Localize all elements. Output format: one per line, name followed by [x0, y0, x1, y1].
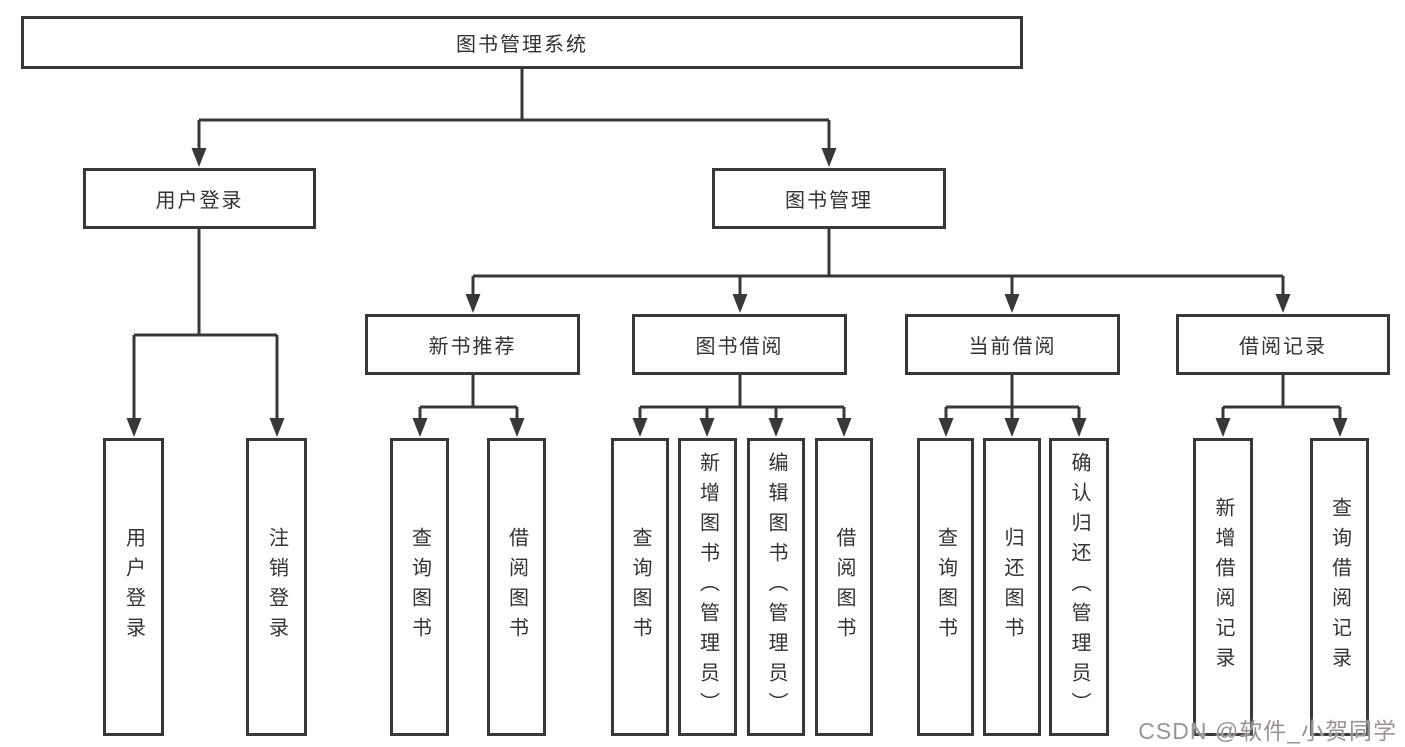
- node-user-login: 用户登录: [83, 168, 316, 229]
- leaf-add-borrow-record: 新增借阅记录: [1193, 438, 1253, 736]
- node-current-borrow: 当前借阅: [905, 314, 1120, 375]
- arrow-head: [938, 418, 954, 437]
- node-book-borrow: 图书借阅: [632, 314, 847, 375]
- node-new-book-recommend: 新书推荐: [365, 314, 580, 375]
- leaf-query-books-current: 查询图书: [917, 438, 974, 736]
- connector-line: [471, 229, 1285, 297]
- leaf-add-books-admin: 新增图书（管理员）: [678, 438, 737, 736]
- connector-line: [132, 229, 279, 421]
- connector-user-login-children: [126, 229, 285, 437]
- arrow-head: [269, 418, 285, 437]
- csdn-watermark: CSDN @软件_小贺同学: [1138, 718, 1397, 744]
- arrow-head: [732, 294, 748, 313]
- node-root: 图书管理系统: [21, 16, 1023, 69]
- node-book-management: 图书管理: [712, 168, 946, 229]
- leaf-query-borrow-record: 查询借阅记录: [1310, 438, 1369, 736]
- connector-line: [944, 375, 1081, 421]
- connector-newbook-children: [412, 375, 525, 437]
- leaf-borrow-books-recommend: 借阅图书: [487, 438, 546, 736]
- arrow-head: [699, 418, 715, 437]
- leaf-confirm-return-admin: 确认归还（管理员）: [1049, 438, 1109, 736]
- leaf-query-books-borrow: 查询图书: [611, 438, 669, 736]
- leaf-borrow-books: 借阅图书: [815, 438, 873, 736]
- connector-records-children: [1215, 375, 1348, 437]
- arrow-head: [836, 418, 852, 437]
- arrow-head: [1215, 418, 1231, 437]
- arrow-head: [509, 418, 525, 437]
- arrow-head: [1332, 418, 1348, 437]
- connector-line: [197, 68, 831, 151]
- arrow-head: [1004, 418, 1020, 437]
- arrow-head: [1275, 294, 1291, 313]
- leaf-return-books: 归还图书: [983, 438, 1041, 736]
- connector-currentborrow-children: [938, 375, 1087, 437]
- connector-bookborrow-children: [632, 375, 852, 437]
- arrow-head: [412, 418, 428, 437]
- connector-line: [638, 375, 846, 421]
- connector-book-mgmt-children: [465, 229, 1291, 313]
- arrow-head: [768, 418, 784, 437]
- node-borrow-records: 借阅记录: [1176, 314, 1390, 375]
- arrow-head: [821, 148, 837, 167]
- arrow-head: [1004, 294, 1020, 313]
- leaf-user-login: 用户登录: [103, 438, 164, 736]
- connector-line: [1221, 375, 1342, 421]
- arrow-head: [465, 294, 481, 313]
- leaf-edit-books-admin: 编辑图书（管理员）: [747, 438, 805, 736]
- arrow-head: [632, 418, 648, 437]
- arrow-head: [1071, 418, 1087, 437]
- leaf-query-books-recommend: 查询图书: [390, 438, 449, 736]
- arrow-head: [191, 148, 207, 167]
- leaf-logout-login: 注销登录: [246, 438, 307, 736]
- connector-line: [418, 375, 519, 421]
- arrow-head: [126, 418, 142, 437]
- connector-root-to-level2: [191, 68, 837, 167]
